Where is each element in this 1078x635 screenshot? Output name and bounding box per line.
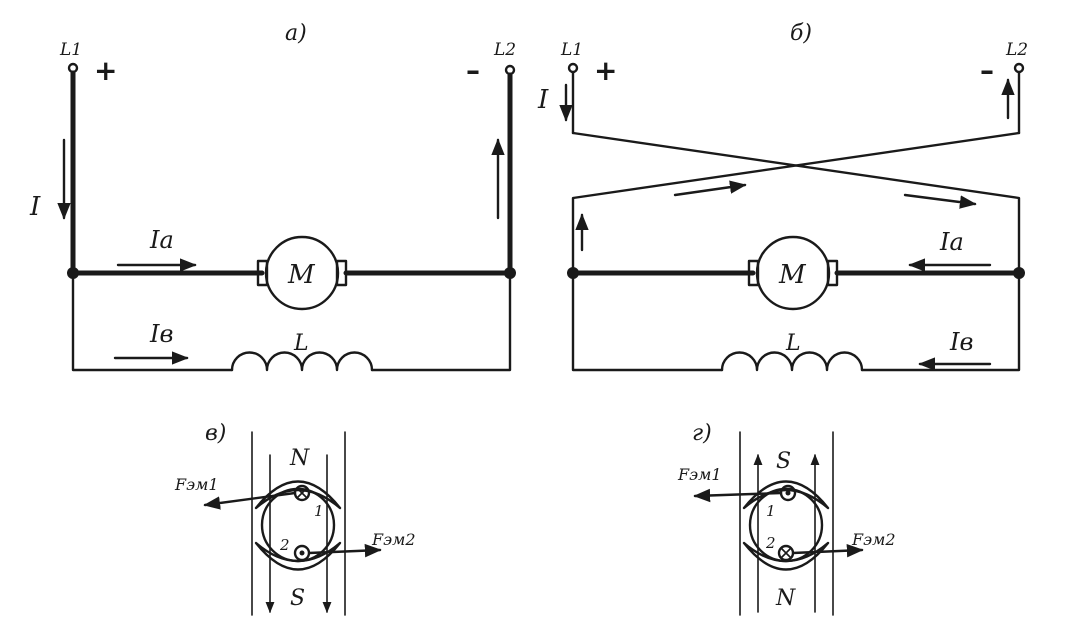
conductor-1-label: 1 [766, 502, 776, 520]
minus-sign: – [466, 54, 480, 87]
force-2-arrow [307, 543, 382, 558]
pole-bottom-label: N [775, 586, 796, 611]
field-coil [230, 351, 374, 372]
crossover-arrow-left [673, 180, 747, 197]
terminal-l1-circle [567, 62, 579, 74]
conductor-2-label: 2 [765, 534, 776, 552]
force-1-label: Fэм1 [677, 465, 722, 484]
current-i-label: I [29, 192, 41, 222]
minus-sign: – [980, 54, 994, 87]
force-1-label: Fэм1 [174, 475, 219, 494]
terminal-l1-label: L1 [59, 40, 82, 60]
panel-b-caption: б) [790, 21, 812, 46]
current-i-label: I [537, 85, 549, 115]
motor-label: M [287, 260, 316, 290]
motor-circle [264, 235, 340, 311]
terminal-l2-circle [1013, 62, 1025, 74]
dot-mark-icon [299, 550, 305, 556]
motor-circle [755, 235, 831, 311]
field-current-label: Iв [149, 320, 173, 348]
panel-d-caption: г) [692, 421, 712, 446]
motor-label: M [778, 260, 807, 290]
coil-label: L [293, 331, 309, 356]
junction-right [504, 267, 516, 279]
junction-left [67, 267, 79, 279]
crossover-wire-1 [571, 131, 1021, 275]
terminal-l1-label: L1 [560, 40, 583, 60]
field-current-label: Iв [949, 328, 973, 356]
terminal-l2-label: L2 [493, 40, 516, 60]
conductor-2-label: 2 [279, 536, 290, 554]
field-wire-right [370, 271, 512, 372]
force-2-label: Fэм2 [851, 530, 896, 549]
crossover-arrow-right [903, 193, 977, 209]
force-1-arrow [203, 491, 297, 510]
pole-top-label: S [776, 449, 791, 474]
panel-a: а) L1 + L2 – I M Ia L Iв [29, 21, 516, 372]
armature-current-label: Ia [939, 228, 964, 256]
plus-sign: + [94, 54, 117, 87]
plus-sign: + [594, 54, 617, 87]
panel-b: б) L1 + L2 – I M Ia L Iв [537, 21, 1028, 372]
field-coil [720, 351, 864, 372]
force-2-arrow [791, 543, 864, 558]
cross-mark-icon [780, 547, 792, 559]
pole-bottom-label: S [290, 586, 305, 611]
force-1-arrow [693, 488, 783, 503]
field-wire-left [71, 271, 234, 372]
conductor-1-label: 1 [314, 502, 324, 520]
field-wire-left [571, 271, 724, 372]
dot-mark-icon [785, 490, 791, 496]
force-2-label: Fэм2 [371, 530, 416, 549]
crossover-wire-2 [571, 131, 1021, 275]
coil-label: L [785, 331, 801, 356]
armature-current-label: Ia [149, 226, 174, 254]
panel-c-caption: в) [205, 421, 226, 446]
field-wire-right [860, 271, 1021, 372]
junction-left [567, 267, 579, 279]
panel-c: в) N S 1 Fэм1 2 Fэм2 [174, 421, 416, 616]
junction-right [1013, 267, 1025, 279]
cross-mark-icon [296, 487, 308, 499]
panel-a-caption: а) [285, 21, 307, 46]
panel-d: г) S N 1 Fэм1 2 Fэм2 [677, 421, 896, 616]
terminal-l2-label: L2 [1005, 40, 1028, 60]
pole-top-label: N [289, 446, 310, 471]
